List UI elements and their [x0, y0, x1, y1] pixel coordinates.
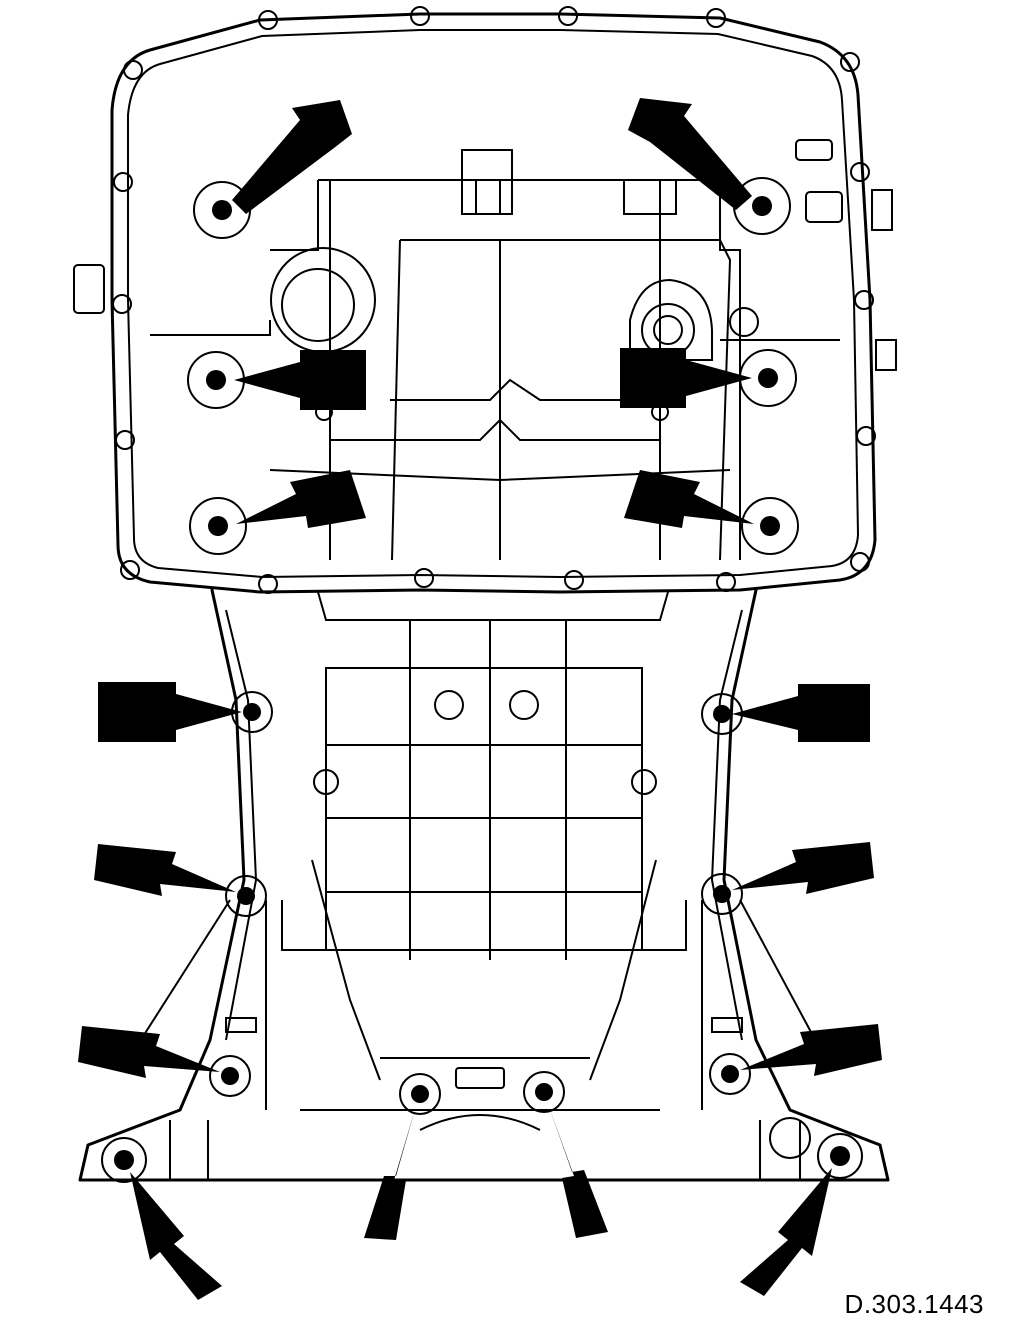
target-bolt-holes: [101, 177, 863, 1183]
callout-arrow: [740, 1168, 832, 1296]
bolt-hole: [741, 497, 799, 555]
bolt-hole: [209, 1055, 251, 1097]
callout-arrow: [130, 1172, 222, 1300]
flange-bolt-holes: [112, 6, 876, 594]
callout-arrow: [732, 684, 870, 742]
ribbed-grid: [313, 620, 657, 960]
bolt-hole: [817, 1133, 863, 1179]
bolt-hole: [523, 1071, 565, 1113]
callout-arrow: [740, 1024, 882, 1076]
bolt-hole: [101, 1137, 147, 1183]
callout-arrow: [628, 98, 752, 210]
bolt-hole: [189, 497, 247, 555]
bolt-hole: [709, 1053, 751, 1095]
callout-arrow: [78, 1026, 220, 1078]
lower-block: [78, 588, 890, 1182]
bolt-hole: [701, 873, 743, 915]
callout-arrow: [234, 350, 366, 410]
figure-reference: D.303.1443: [844, 1289, 984, 1319]
callout-arrow: [232, 100, 352, 214]
callout-arrow: [732, 842, 874, 894]
upper-housing: [73, 6, 897, 594]
callout-arrow: [364, 1106, 416, 1240]
callout-arrow: [94, 844, 236, 896]
callout-arrow: [624, 470, 754, 528]
callout-arrow: [236, 470, 366, 528]
bolt-hole: [225, 875, 267, 917]
bolt-hole: [399, 1073, 441, 1115]
callout-arrow: [98, 682, 242, 742]
callout-arrows: [78, 98, 882, 1300]
callout-arrow: [548, 1104, 608, 1238]
callout-arrow: [620, 348, 752, 408]
